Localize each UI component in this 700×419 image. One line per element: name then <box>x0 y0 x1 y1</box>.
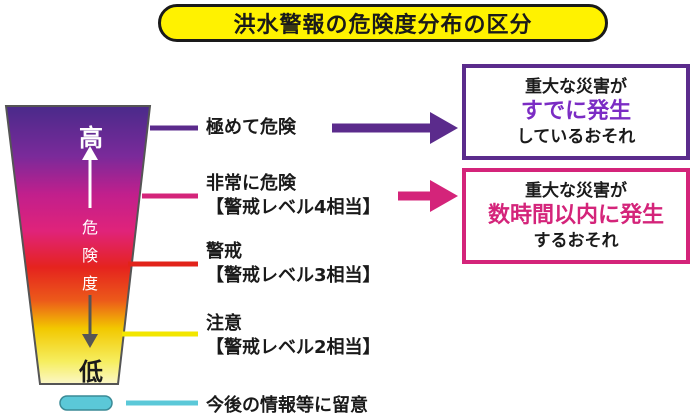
level-very-dangerous: 非常に危険 【警戒レベル4相当】 <box>206 172 381 220</box>
level-caution-label: 注意 <box>206 313 242 334</box>
level-warning-sub: 【警戒レベル3相当】 <box>206 265 381 286</box>
level-extremely-dangerous: 極めて危険 <box>206 116 296 140</box>
level-very-dangerous-sub: 【警戒レベル4相当】 <box>206 197 381 218</box>
level-caution: 注意 【警戒レベル2相当】 <box>206 312 381 360</box>
level-warning-label: 警戒 <box>206 241 242 262</box>
result-within-hours-line1: 重大な災害が <box>525 181 627 201</box>
diagram-title: 洪水警報の危険度分布の区分 <box>158 4 608 42</box>
level-extremely-dangerous-label: 極めて危険 <box>206 117 296 138</box>
axis-char-1: 危 <box>81 218 98 237</box>
axis-char-3: 度 <box>81 274 98 293</box>
down-arrow-head <box>82 334 98 348</box>
level-warning: 警戒 【警戒レベル3相当】 <box>206 240 381 288</box>
level-very-dangerous-label: 非常に危険 <box>206 173 296 194</box>
up-arrow-head <box>82 146 98 160</box>
footer-label: 今後の情報等に留意 <box>206 395 368 416</box>
result-within-hours-line3: するおそれ <box>533 231 619 251</box>
risk-funnel <box>4 105 152 385</box>
connector-extremely-dangerous <box>150 112 458 144</box>
result-occurring-line1: 重大な災害が <box>525 77 627 97</box>
low-label: 低 <box>79 358 103 386</box>
footer-pill <box>59 395 113 411</box>
connector-very-dangerous <box>142 180 458 212</box>
result-box-within-hours: 重大な災害が 数時間以内に発生 するおそれ <box>462 168 690 264</box>
high-label: 高 <box>79 124 103 152</box>
result-box-occurring: 重大な災害が すでに発生 しているおそれ <box>462 64 690 160</box>
result-occurring-line3: しているおそれ <box>516 127 636 147</box>
level-caution-sub: 【警戒レベル2相当】 <box>206 337 381 358</box>
result-occurring-line2: すでに発生 <box>520 99 632 124</box>
result-within-hours-line2: 数時間以内に発生 <box>487 203 664 228</box>
axis-char-2: 険 <box>81 246 98 265</box>
